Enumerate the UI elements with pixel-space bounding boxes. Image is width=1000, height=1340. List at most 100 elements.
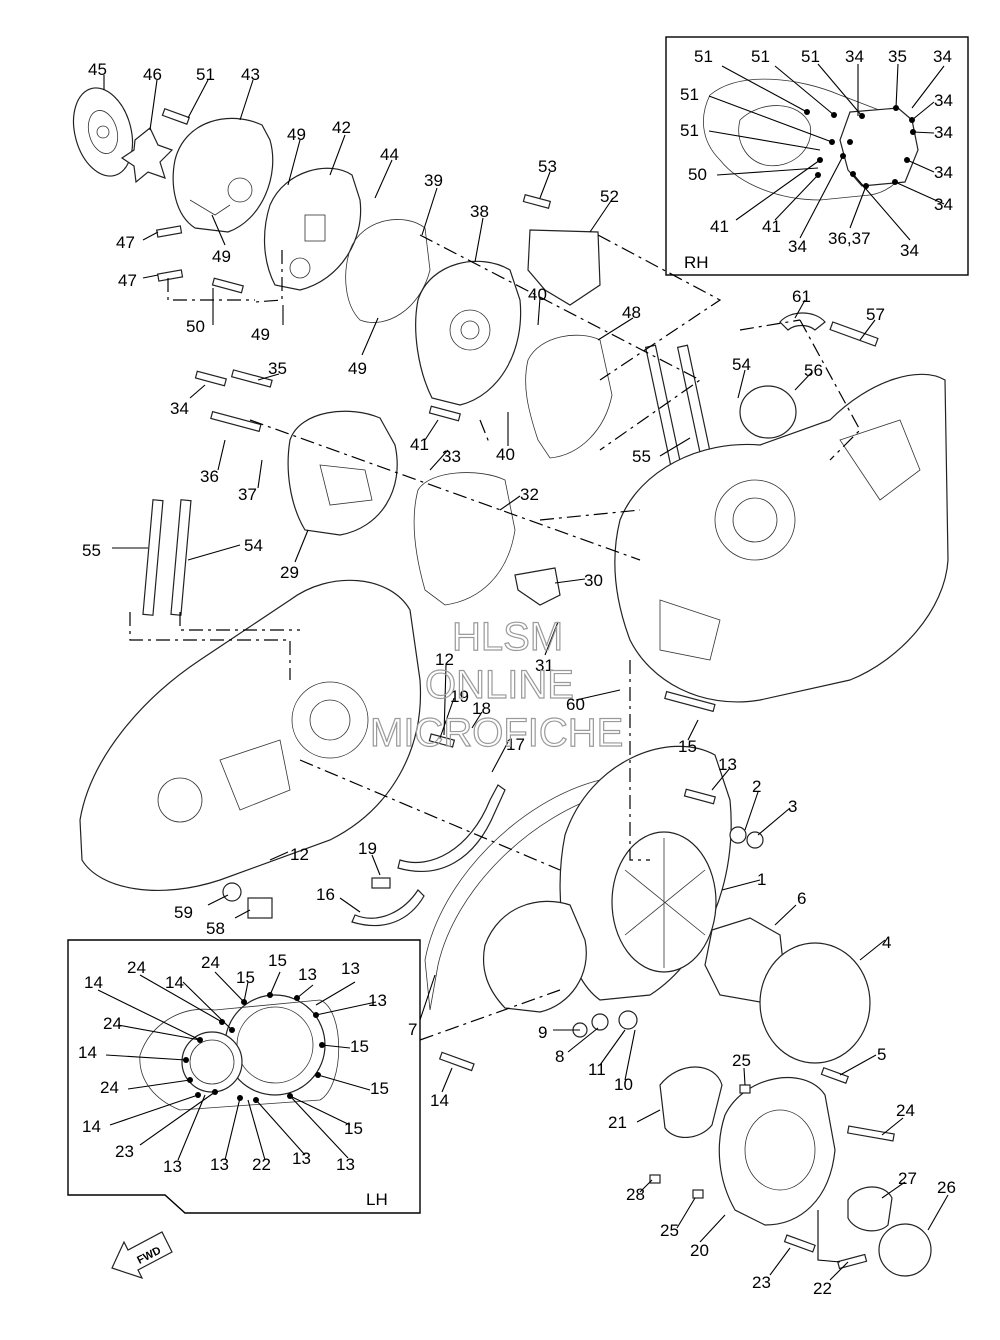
rh-inset-frame bbox=[665, 36, 969, 276]
fwd-arrow-shape bbox=[111, 1231, 173, 1280]
callout-c28: 28 bbox=[626, 1185, 645, 1204]
callout-c12a: 12 bbox=[435, 650, 454, 669]
callout-c27: 27 bbox=[898, 1169, 917, 1188]
part-27-clip bbox=[847, 1186, 893, 1232]
callout-c19b: 19 bbox=[358, 839, 377, 858]
callout-c50: 50 bbox=[186, 317, 205, 336]
callout-c41: 41 bbox=[410, 435, 429, 454]
callout-c38: 38 bbox=[470, 202, 489, 221]
callout-c43: 43 bbox=[241, 65, 260, 84]
callout-c56: 56 bbox=[804, 361, 823, 380]
callout-c48: 48 bbox=[622, 303, 641, 322]
callout-l15e: 15 bbox=[344, 1119, 363, 1138]
callout-r51b: 51 bbox=[751, 47, 770, 66]
callout-c22: 22 bbox=[813, 1279, 832, 1298]
callout-r34d: 34 bbox=[934, 123, 953, 142]
callout-c49b: 49 bbox=[212, 247, 231, 266]
callout-c16: 16 bbox=[316, 885, 335, 904]
callout-c18: 18 bbox=[472, 699, 491, 718]
watermark: HLSM ONLINE MICROFICHE bbox=[369, 614, 624, 755]
callout-l24c: 24 bbox=[103, 1014, 122, 1033]
callout-l13a: 13 bbox=[298, 965, 317, 984]
callout-c25b: 25 bbox=[660, 1221, 679, 1240]
callout-c45: 45 bbox=[88, 60, 107, 79]
part-38-cover bbox=[415, 260, 522, 406]
callout-l13g: 13 bbox=[336, 1155, 355, 1174]
callout-c24: 24 bbox=[896, 1101, 915, 1120]
callout-l24b: 24 bbox=[201, 953, 220, 972]
callout-c47a: 47 bbox=[116, 233, 135, 252]
callout-c6: 6 bbox=[797, 889, 806, 908]
callout-l15d: 15 bbox=[370, 1079, 389, 1098]
callout-r35: 35 bbox=[888, 47, 907, 66]
callout-r34h: 34 bbox=[934, 195, 953, 214]
callout-c4: 4 bbox=[882, 933, 891, 952]
part-61-clip bbox=[779, 312, 826, 331]
part-57-bolt bbox=[829, 321, 879, 347]
callout-c53: 53 bbox=[538, 157, 557, 176]
callout-r41b: 41 bbox=[762, 217, 781, 236]
part-29-cover bbox=[287, 410, 398, 536]
watermark-line3: MICROFICHE bbox=[370, 711, 623, 755]
callout-c54b: 54 bbox=[244, 536, 263, 555]
alignment-lines bbox=[129, 234, 861, 1041]
callout-c21: 21 bbox=[608, 1113, 627, 1132]
part-46-damper bbox=[120, 127, 174, 184]
part-39-gasket bbox=[345, 219, 431, 323]
lh-inset-frame bbox=[67, 939, 421, 1214]
lh-inset-large-ring bbox=[224, 994, 326, 1096]
callout-c37: 37 bbox=[238, 485, 257, 504]
callout-c55b: 55 bbox=[82, 541, 101, 560]
callout-l13b: 13 bbox=[341, 959, 360, 978]
leader-lines bbox=[103, 75, 949, 1281]
part-42-cover bbox=[263, 167, 362, 291]
callout-r34c: 34 bbox=[934, 91, 953, 110]
callout-r51e: 51 bbox=[680, 121, 699, 140]
callout-c46: 46 bbox=[143, 65, 162, 84]
callout-c34: 34 bbox=[170, 399, 189, 418]
callout-c17: 17 bbox=[506, 735, 525, 754]
callout-c33: 33 bbox=[442, 447, 461, 466]
part-26-cap bbox=[878, 1223, 932, 1277]
callout-r41a: 41 bbox=[710, 217, 729, 236]
callout-c14: 14 bbox=[430, 1091, 449, 1110]
callout-c49a: 49 bbox=[287, 125, 306, 144]
callout-c32: 32 bbox=[520, 485, 539, 504]
callout-c52: 52 bbox=[600, 187, 619, 206]
callout-c55a: 55 bbox=[632, 447, 651, 466]
callout-r34f: 34 bbox=[788, 237, 807, 256]
callout-c40a: 40 bbox=[528, 285, 547, 304]
callout-c42: 42 bbox=[332, 118, 351, 137]
lh-inset-leaders bbox=[97, 971, 377, 1161]
callout-r34g: 34 bbox=[900, 241, 919, 260]
callout-c49d: 49 bbox=[348, 359, 367, 378]
callout-c59: 59 bbox=[174, 903, 193, 922]
callout-c57: 57 bbox=[866, 305, 885, 324]
callout-c20: 20 bbox=[690, 1241, 709, 1260]
callout-r51a: 51 bbox=[694, 47, 713, 66]
studs-55-54-right bbox=[644, 344, 714, 466]
callout-c60: 60 bbox=[566, 695, 585, 714]
callout-c25a: 25 bbox=[732, 1051, 751, 1070]
callout-c49c: 49 bbox=[251, 325, 270, 344]
callout-c9: 9 bbox=[538, 1023, 547, 1042]
part-20-lower-cover bbox=[718, 1077, 836, 1226]
callout-r34a: 34 bbox=[845, 47, 864, 66]
callout-l14c: 14 bbox=[78, 1043, 97, 1062]
callout-c1: 1 bbox=[757, 870, 766, 889]
callout-c35: 35 bbox=[268, 359, 287, 378]
studs-55-54-left bbox=[142, 499, 192, 616]
left-crankcase bbox=[79, 579, 422, 891]
callout-r34e: 34 bbox=[934, 163, 953, 182]
rh-inset-label: RH bbox=[684, 253, 709, 272]
callout-c13: 13 bbox=[718, 755, 737, 774]
callout-c30: 30 bbox=[584, 571, 603, 590]
callout-c54a: 54 bbox=[732, 355, 751, 374]
rh-inset-cover bbox=[839, 107, 919, 187]
callout-c31: 31 bbox=[535, 656, 554, 675]
callout-l13c: 13 bbox=[368, 991, 387, 1010]
lh-inset-small-ring-inner bbox=[189, 1039, 235, 1085]
